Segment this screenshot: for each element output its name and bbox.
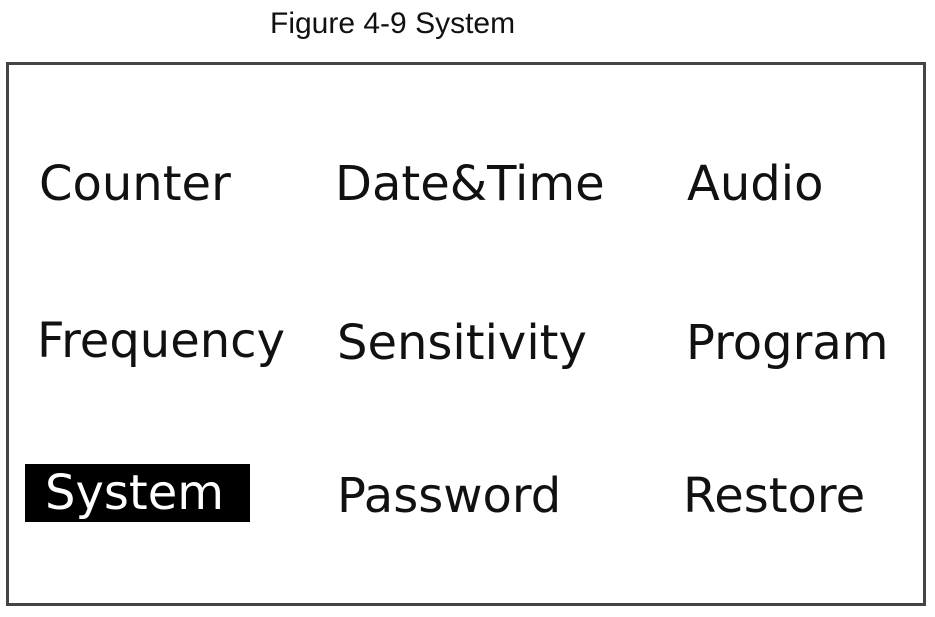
menu-item-system[interactable]: System bbox=[25, 464, 250, 522]
menu-item-audio[interactable]: Audio bbox=[687, 156, 824, 212]
menu-item-counter[interactable]: Counter bbox=[39, 156, 231, 212]
menu-item-restore[interactable]: Restore bbox=[683, 468, 866, 524]
menu-item-password[interactable]: Password bbox=[337, 468, 562, 524]
menu-item-date-time[interactable]: Date&Time bbox=[335, 156, 605, 212]
device-menu-screen: Counter Date&Time Audio Frequency Sensit… bbox=[6, 62, 926, 606]
menu-item-frequency[interactable]: Frequency bbox=[37, 313, 285, 369]
menu-item-program[interactable]: Program bbox=[686, 315, 889, 371]
figure-caption: Figure 4-9 System bbox=[270, 7, 516, 40]
menu-item-sensitivity[interactable]: Sensitivity bbox=[337, 315, 587, 371]
